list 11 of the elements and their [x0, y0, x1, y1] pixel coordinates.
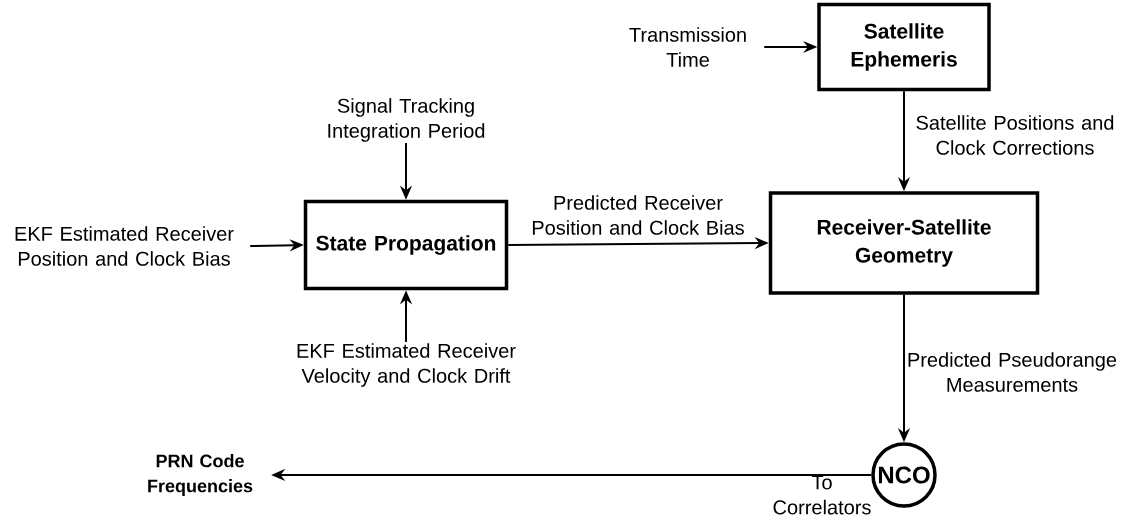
- input-label: Signal Tracking Integration Period: [328, 98, 485, 142]
- process-box: Satellite Ephemeris: [817, 2, 991, 92]
- output-label: PRN Code Frequencies: [148, 454, 253, 496]
- process-box: Receiver-Satellite Geometry: [768, 191, 1040, 295]
- edge-label: Satellite Positions and Clock Corrections: [916, 115, 1114, 155]
- input-label: Transmission Time: [629, 27, 746, 67]
- edge-label: Predicted Pseudorange Measurements: [908, 352, 1117, 392]
- input-label: EKF Estimated Receiver Velocity and Clock Drift: [297, 343, 516, 387]
- edge-label: Predicted Receiver Position and Clock Bias: [532, 195, 744, 235]
- input-label: EKF Estimated Receiver Position and Clock Bias: [15, 226, 234, 266]
- process-box: State Propagation: [303, 199, 509, 291]
